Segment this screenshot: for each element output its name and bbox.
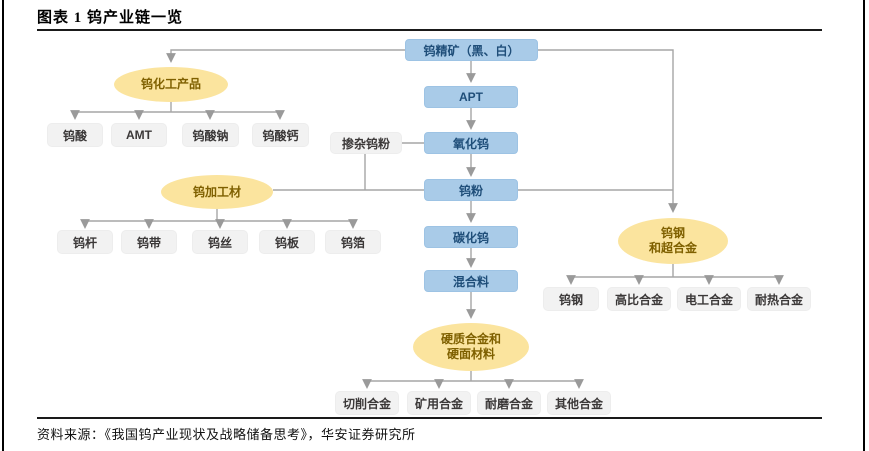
branch-cemented-carbide-hardface: 硬质合金和 硬面材料 bbox=[413, 323, 529, 371]
node-sodium-tungstate: 钨酸钠 bbox=[182, 123, 239, 147]
node-tungsten-steel: 钨钢 bbox=[543, 287, 599, 311]
left-page-border bbox=[2, 0, 4, 451]
title-divider bbox=[37, 29, 822, 31]
node-mining-alloy: 矿用合金 bbox=[407, 391, 471, 415]
branch-tungsten-chemical-products: 钨化工产品 bbox=[114, 67, 228, 102]
branch-tungsten-processed-materials: 钨加工材 bbox=[161, 175, 273, 209]
node-tungsten-foil: 钨箔 bbox=[325, 230, 381, 254]
node-other-alloy: 其他合金 bbox=[547, 391, 611, 415]
node-tungstic-acid: 钨酸 bbox=[47, 123, 103, 147]
node-electrical-alloy: 电工合金 bbox=[677, 287, 741, 311]
node-wear-resistant-alloy: 耐磨合金 bbox=[477, 391, 541, 415]
node-tungsten-powder: 钨粉 bbox=[424, 179, 518, 201]
node-apt: APT bbox=[424, 86, 518, 108]
right-page-border bbox=[863, 0, 865, 451]
node-tungsten-rod: 钨杆 bbox=[57, 230, 113, 254]
node-tungsten-oxide: 氧化钨 bbox=[424, 132, 518, 154]
node-high-density-alloy: 高比合金 bbox=[607, 287, 671, 311]
node-mixed-material: 混合料 bbox=[424, 270, 518, 292]
node-doped-tungsten-powder: 掺杂钨粉 bbox=[330, 132, 402, 154]
figure-title: 图表 1 钨产业链一览 bbox=[37, 10, 184, 26]
node-tungsten-plate: 钨板 bbox=[259, 230, 315, 254]
node-tungsten-strip: 钨带 bbox=[121, 230, 177, 254]
node-amt: AMT bbox=[111, 123, 167, 147]
node-tungsten-carbide: 碳化钨 bbox=[424, 226, 518, 248]
node-cutting-alloy: 切削合金 bbox=[335, 391, 399, 415]
node-calcium-tungstate: 钨酸钙 bbox=[252, 123, 309, 147]
node-tungsten-concentrate: 钨精矿（黑、白） bbox=[405, 39, 538, 61]
source-note: 资料来源：《我国钨产业现状及战略储备思考》，华安证券研究所 bbox=[37, 427, 416, 442]
branch-tungsten-steel-superalloy: 钨钢 和超合金 bbox=[618, 218, 728, 264]
node-tungsten-wire: 钨丝 bbox=[192, 230, 248, 254]
node-heat-resistant-alloy: 耐热合金 bbox=[747, 287, 811, 311]
footer-divider bbox=[37, 417, 822, 419]
